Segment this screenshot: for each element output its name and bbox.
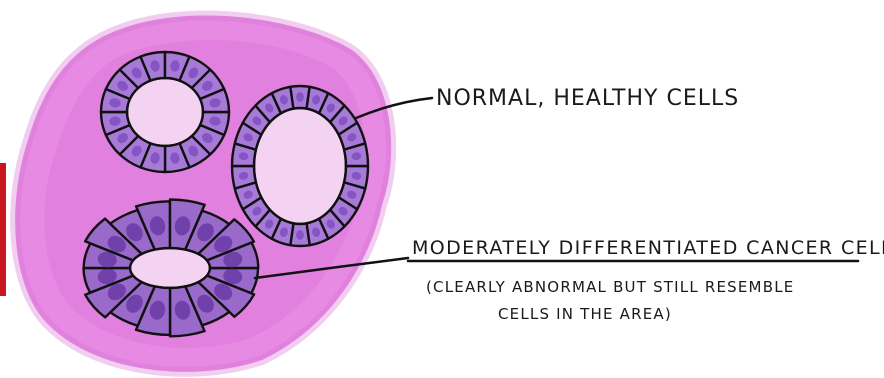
label-cancer-cells: Moderately differentiated cancer cells xyxy=(412,237,884,259)
label-cancer-note-line1: (Clearly abnormal but still resemble xyxy=(426,278,794,296)
accent-bar xyxy=(0,163,6,296)
normal-cell-ring-left xyxy=(101,52,229,172)
label-normal-healthy-cells: Normal, healthy cells xyxy=(436,86,739,111)
cell-nucleus xyxy=(296,230,304,240)
normal-cell-ring-right xyxy=(232,86,368,246)
label-cancer-note-line2: cells in the area) xyxy=(498,305,672,323)
cell-nucleus xyxy=(296,92,304,102)
